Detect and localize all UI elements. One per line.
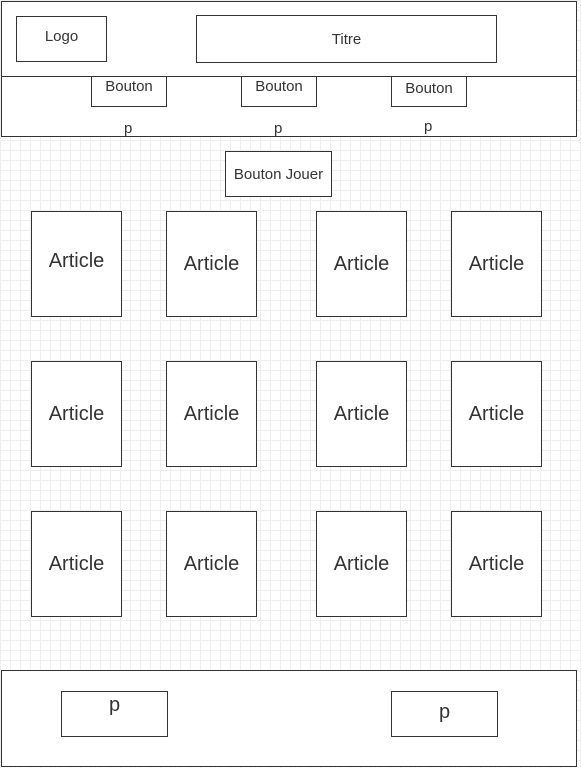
footer-right-text: p: [438, 700, 451, 723]
nav-button-3[interactable]: Bouton: [391, 76, 467, 107]
article-label: Article: [48, 249, 105, 272]
page-title-label: Titre: [331, 30, 362, 48]
article-label: Article: [183, 402, 240, 425]
article-card[interactable]: Article: [166, 511, 257, 617]
article-label: Article: [48, 402, 105, 425]
article-card[interactable]: Article: [166, 361, 257, 467]
article-label: Article: [468, 402, 525, 425]
article-label: Article: [333, 402, 390, 425]
article-label: Article: [333, 552, 390, 575]
nav-caption-3: p: [424, 118, 433, 135]
footer-right-box: p: [391, 691, 498, 737]
article-label: Article: [468, 552, 525, 575]
nav-button-2[interactable]: Bouton: [241, 76, 317, 107]
article-card[interactable]: Article: [31, 511, 122, 617]
nav-button-1[interactable]: Bouton: [91, 76, 167, 107]
footer-left-box: p: [61, 691, 168, 737]
article-label: Article: [183, 252, 240, 275]
nav-button-2-label: Bouton: [255, 78, 303, 95]
nav-button-3-label: Bouton: [405, 80, 453, 97]
article-card[interactable]: Article: [316, 511, 407, 617]
article-label: Article: [333, 252, 390, 275]
nav-caption-2: p: [274, 120, 283, 137]
logo-label: Logo: [44, 28, 79, 45]
logo: Logo: [16, 16, 107, 62]
article-card[interactable]: Article: [451, 361, 542, 467]
article-label: Article: [48, 552, 105, 575]
play-button-label: Bouton Jouer: [233, 165, 324, 183]
article-label: Article: [468, 252, 525, 275]
play-button[interactable]: Bouton Jouer: [225, 151, 332, 197]
article-card[interactable]: Article: [316, 211, 407, 317]
nav-caption-1: p: [124, 120, 133, 137]
article-card[interactable]: Article: [31, 361, 122, 467]
article-card[interactable]: Article: [166, 211, 257, 317]
page-title: Titre: [196, 15, 497, 63]
article-card[interactable]: Article: [31, 211, 122, 317]
article-card[interactable]: Article: [451, 511, 542, 617]
footer-left-text: p: [108, 694, 121, 716]
article-card[interactable]: Article: [451, 211, 542, 317]
article-card[interactable]: Article: [316, 361, 407, 467]
article-label: Article: [183, 552, 240, 575]
nav-button-1-label: Bouton: [105, 78, 153, 95]
